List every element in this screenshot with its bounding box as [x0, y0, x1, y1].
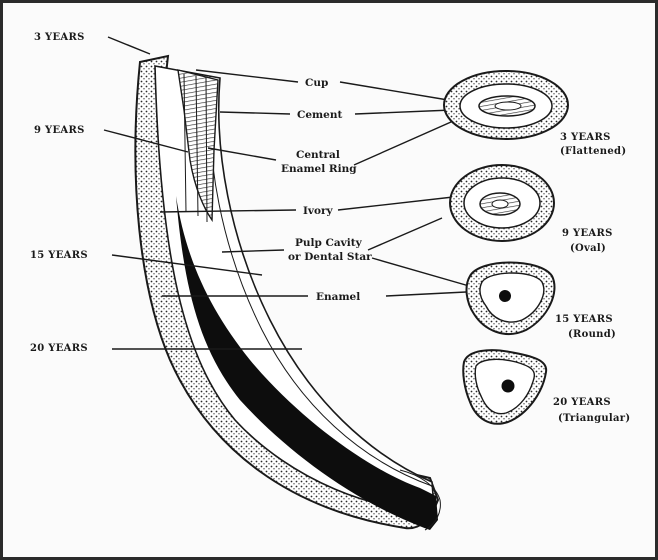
leader-enamel-right [386, 292, 466, 296]
age-label-15y: 15 YEARS [30, 250, 88, 261]
section-shape-3y: (Flattened) [560, 146, 626, 157]
cross-section-20y [463, 350, 546, 424]
leader-pulp-right-a [368, 218, 442, 250]
label-central-2: Enamel Ring [281, 163, 357, 175]
section-shape-15y: (Round) [568, 329, 616, 340]
section-age-20y: 20 YEARS [553, 397, 611, 408]
section-age-3y: 3 YEARS [560, 132, 611, 143]
label-enamel: Enamel [316, 291, 360, 303]
section-age-9y: 9 YEARS [562, 228, 613, 239]
leader-3y [108, 37, 150, 54]
cross-section-15y [467, 263, 555, 335]
age-label-20y: 20 YEARS [30, 343, 88, 354]
label-cement: Cement [297, 109, 342, 121]
leader-cup-right [340, 82, 448, 100]
label-pulp-2: or Dental Star [288, 251, 372, 263]
age-label-9y: 9 YEARS [34, 125, 85, 136]
leader-cement-left [220, 112, 290, 114]
leader-central-right [354, 118, 460, 165]
label-cup: Cup [305, 77, 328, 89]
leader-ivory-right [338, 196, 462, 210]
label-central-1: Central [296, 149, 340, 161]
section-age-15y: 15 YEARS [555, 314, 613, 325]
leader-cement-right [355, 110, 452, 114]
cross-section-3y [444, 71, 568, 139]
section-shape-9y: (Oval) [570, 243, 606, 254]
label-pulp-1: Pulp Cavity [295, 237, 363, 249]
section-shape-20y: (Triangular) [558, 413, 630, 424]
tooth-longitudinal [135, 56, 440, 530]
age-label-3y: 3 YEARS [34, 32, 85, 43]
label-ivory: Ivory [303, 205, 334, 217]
cross-section-9y [450, 165, 554, 241]
